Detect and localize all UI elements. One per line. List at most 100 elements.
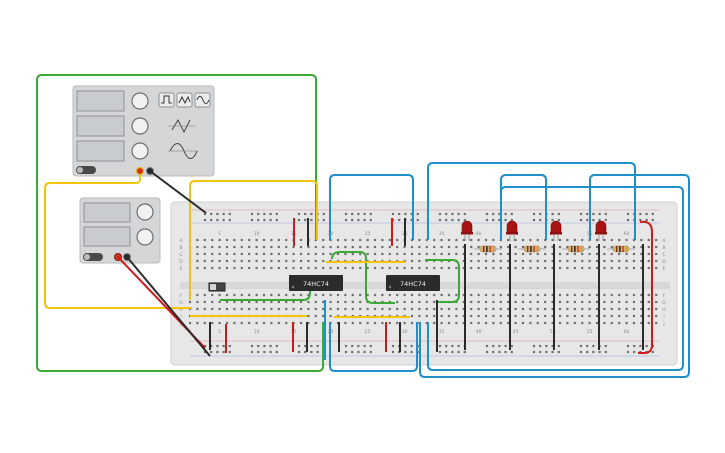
breadboard-hole[interactable]: [573, 300, 576, 304]
power-rail-hole[interactable]: [592, 218, 595, 222]
blue-wire-loop-1[interactable]: [329, 174, 414, 240]
power-rail-hole[interactable]: [304, 344, 307, 348]
power-rail-hole[interactable]: [222, 344, 225, 348]
breadboard-hole[interactable]: [211, 321, 214, 325]
breadboard-hole[interactable]: [299, 238, 303, 242]
breadboard-hole[interactable]: [277, 245, 280, 249]
power-rail-hole[interactable]: [410, 350, 413, 354]
power-rail-hole[interactable]: [445, 218, 448, 222]
breadboard-hole[interactable]: [521, 321, 525, 325]
breadboard-hole[interactable]: [211, 300, 214, 304]
power-rail-hole[interactable]: [351, 218, 354, 222]
breadboard-hole[interactable]: [462, 314, 465, 318]
breadboard-hole[interactable]: [588, 259, 591, 263]
breadboard-hole[interactable]: [647, 245, 650, 249]
breadboard-hole[interactable]: [536, 266, 539, 270]
power-rail-hole[interactable]: [275, 212, 278, 216]
power-rail-hole[interactable]: [457, 344, 460, 348]
breadboard-hole[interactable]: [410, 252, 414, 256]
breadboard-hole[interactable]: [262, 238, 266, 242]
breadboard-hole[interactable]: [248, 293, 251, 297]
breadboard-hole[interactable]: [588, 293, 591, 297]
breadboard-hole[interactable]: [366, 321, 369, 325]
breadboard-hole[interactable]: [492, 252, 495, 256]
breadboard-hole[interactable]: [499, 321, 502, 325]
breadboard-hole[interactable]: [322, 252, 325, 256]
breadboard-hole[interactable]: [618, 307, 621, 311]
breadboard-hole[interactable]: [351, 266, 354, 270]
breadboard-hole[interactable]: [595, 238, 599, 242]
breadboard-hole[interactable]: [418, 266, 421, 270]
breadboard-hole[interactable]: [640, 245, 643, 249]
breadboard-hole[interactable]: [455, 266, 458, 270]
breadboard-hole[interactable]: [314, 266, 317, 270]
power-rail-hole[interactable]: [510, 218, 513, 222]
breadboard-hole[interactable]: [655, 314, 658, 318]
breadboard-hole[interactable]: [655, 321, 658, 325]
breadboard-hole[interactable]: [381, 293, 384, 297]
breadboard-hole[interactable]: [521, 266, 525, 270]
breadboard-hole[interactable]: [484, 307, 488, 311]
breadboard-hole[interactable]: [381, 266, 384, 270]
breadboard-hole[interactable]: [536, 300, 539, 304]
breadboard-hole[interactable]: [285, 259, 288, 263]
breadboard-hole[interactable]: [566, 238, 569, 242]
breadboard-hole[interactable]: [573, 266, 576, 270]
breadboard-hole[interactable]: [418, 252, 421, 256]
breadboard-hole[interactable]: [277, 307, 280, 311]
power-rail-hole[interactable]: [216, 350, 219, 354]
breadboard-hole[interactable]: [455, 314, 458, 318]
power-rail-hole[interactable]: [579, 218, 583, 222]
breadboard-hole[interactable]: [477, 321, 480, 325]
breadboard-hole[interactable]: [366, 238, 369, 242]
breadboard-hole[interactable]: [647, 314, 650, 318]
breadboard-hole[interactable]: [248, 259, 251, 263]
power-rail-hole[interactable]: [222, 218, 225, 222]
yellow-wire-clock-left[interactable]: [44, 175, 192, 309]
breadboard-hole[interactable]: [499, 307, 502, 311]
breadboard-hole[interactable]: [566, 300, 569, 304]
power-rail-hole[interactable]: [210, 218, 213, 222]
breadboard-hole[interactable]: [285, 252, 288, 256]
power-rail-hole[interactable]: [498, 218, 501, 222]
breadboard-hole[interactable]: [277, 300, 280, 304]
breadboard-hole[interactable]: [440, 238, 443, 242]
breadboard-hole[interactable]: [581, 259, 584, 263]
breadboard-hole[interactable]: [314, 321, 317, 325]
function-generator[interactable]: [72, 85, 215, 177]
breadboard-hole[interactable]: [240, 252, 243, 256]
breadboard-hole[interactable]: [618, 314, 621, 318]
power-rail-hole[interactable]: [592, 344, 595, 348]
breadboard-hole[interactable]: [403, 252, 406, 256]
breadboard-hole[interactable]: [373, 266, 377, 270]
power-rail-hole[interactable]: [651, 218, 654, 222]
breadboard-hole[interactable]: [425, 293, 428, 297]
power-rail-hole[interactable]: [391, 344, 395, 348]
black-wire-function-generator-ground[interactable]: [149, 170, 207, 214]
power-rail-hole[interactable]: [257, 350, 260, 354]
breadboard-hole[interactable]: [225, 252, 229, 256]
power-rail-hole[interactable]: [363, 218, 366, 222]
power-rail-hole[interactable]: [598, 212, 601, 216]
power-rail-hole[interactable]: [351, 212, 354, 216]
breadboard-hole[interactable]: [388, 238, 391, 242]
breadboard-hole[interactable]: [344, 321, 347, 325]
breadboard-hole[interactable]: [595, 321, 599, 325]
breadboard-hole[interactable]: [507, 259, 510, 263]
power-rail-hole[interactable]: [639, 212, 642, 216]
breadboard-hole[interactable]: [336, 293, 340, 297]
breadboard-hole[interactable]: [225, 300, 229, 304]
breadboard-hole[interactable]: [418, 238, 421, 242]
breadboard-hole[interactable]: [618, 266, 621, 270]
breadboard-hole[interactable]: [536, 314, 539, 318]
breadboard-hole[interactable]: [595, 252, 599, 256]
breadboard-hole[interactable]: [262, 245, 266, 249]
breadboard-hole[interactable]: [625, 293, 628, 297]
breadboard-hole[interactable]: [410, 314, 414, 318]
breadboard-hole[interactable]: [455, 293, 458, 297]
breadboard-hole[interactable]: [514, 300, 517, 304]
power-rail-hole[interactable]: [322, 218, 325, 222]
breadboard-hole[interactable]: [470, 307, 473, 311]
breadboard-hole[interactable]: [551, 300, 554, 304]
breadboard-hole[interactable]: [514, 245, 517, 249]
